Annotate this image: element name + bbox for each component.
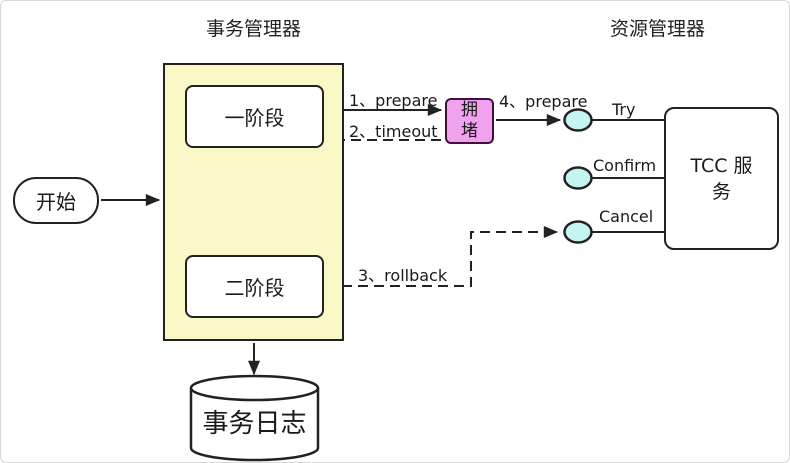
try-port-circle [563,108,593,132]
confirm-port-circle [563,166,593,190]
prepare4-edge-label: 4、prepare [499,92,588,111]
rollback3-dashed-arrow [326,226,559,287]
transaction-manager-title: 事务管理器 [205,18,301,40]
cancel-edge-label: Cancel [599,207,654,226]
phase2-label: 二阶段 [224,276,285,300]
start-label: 开始 [36,190,76,214]
start-node: 开始 [13,177,99,224]
phase2-node: 二阶段 [185,255,324,318]
phase1-node: 一阶段 [185,85,324,148]
congestion-label: 拥堵 [461,100,478,141]
cancel-port-circle [563,220,593,244]
rollback3-edge-label: 3、rollback [358,266,448,285]
prepare1-edge-label: 1、prepare [349,91,438,110]
timeout2-edge-label: 2、timeout [349,122,438,141]
log-cylinder-body [189,388,320,462]
tcc-service-node: TCC 服务 [664,107,779,250]
log-cylinder-top [189,374,320,402]
tcc-service-label: TCC 服务 [690,154,753,203]
resource-manager-title: 资源管理器 [610,18,706,40]
confirm-edge-label: Confirm [593,156,657,175]
transaction-log-label: 事务日志 [202,409,307,439]
phase1-label: 一阶段 [224,106,285,130]
congestion-node: 拥堵 [445,98,494,144]
try-edge-label: Try [612,100,636,119]
